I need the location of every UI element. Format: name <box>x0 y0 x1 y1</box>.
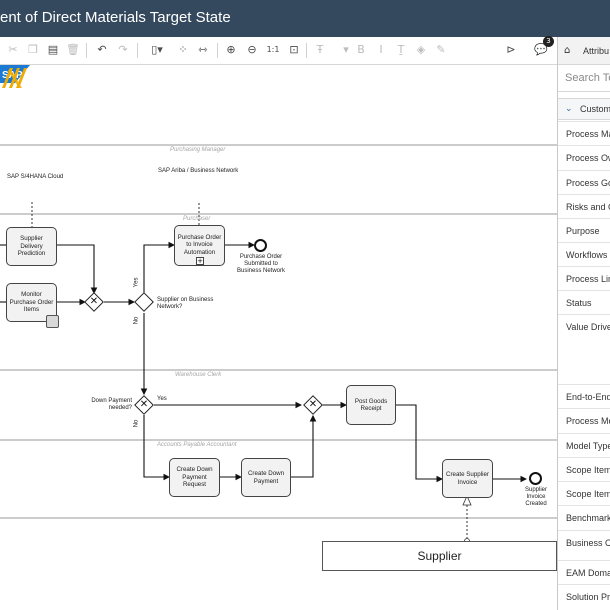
tab-attributes-label: Attribu <box>583 46 610 56</box>
ariba-system-label: SAP Ariba / Business Network <box>158 168 239 174</box>
attribute-row[interactable]: Process Link <box>558 266 610 290</box>
gateway-x-icon: ✕ <box>139 399 149 410</box>
task-create-supplier-invoice[interactable]: Create Supplier Invoice <box>442 459 493 498</box>
align-icon[interactable]: ▯▾ <box>151 43 163 56</box>
event-label-invoice-created: Supplier Invoice Created <box>524 487 547 507</box>
attribute-row[interactable]: EAM Domai <box>558 560 610 584</box>
task-purchase-order-to-invoice[interactable]: Purchase Order to Invoice Automation <box>174 225 225 266</box>
gateway-label-down-payment-needed: Down Payment needed? <box>91 398 132 411</box>
underline-icon[interactable]: Ṯ <box>397 43 405 56</box>
attribute-row[interactable]: Process Mo <box>558 408 610 433</box>
paste-icon[interactable]: ▤ <box>47 43 59 56</box>
text-format-icon[interactable]: Ŧ <box>316 43 324 56</box>
end-event-po-submitted[interactable] <box>254 239 267 252</box>
fill-icon[interactable]: ◈ <box>416 43 426 56</box>
attribute-row[interactable]: Solution Pro <box>558 584 610 610</box>
undo-icon[interactable]: ↶ <box>97 43 107 56</box>
task-supplier-delivery-prediction[interactable]: Supplier Delivery Prediction <box>6 227 57 266</box>
attribute-row[interactable]: Scope Item <box>558 481 610 505</box>
bold-icon[interactable]: B <box>357 43 365 56</box>
attribute-row[interactable]: Risks and C <box>558 194 610 218</box>
lane-label-purchaser: Purchaser <box>183 216 211 222</box>
lane-label-warehouse-clerk: Warehouse Clerk <box>175 372 222 378</box>
gateway-x-icon <box>134 292 154 312</box>
attribute-row[interactable]: Business Ca <box>558 530 610 560</box>
toolbar: ✂ ❐ ▤ 🗑 ↶ ↷ ▯▾ ⁘ ⇿ ⊕ ⊖ 1:1 ⊡ Ŧ ▾ B I Ṯ ◈… <box>0 36 557 65</box>
attribute-search-input[interactable]: Search Te <box>558 65 610 92</box>
task-create-down-payment[interactable]: Create Down Payment <box>241 458 291 497</box>
distribute-icon[interactable]: ⇿ <box>198 43 208 56</box>
gateway-x-icon: ✕ <box>308 399 318 410</box>
delete-icon[interactable]: 🗑 <box>66 43 80 56</box>
lane-label-purchasing-manager: Purchasing Manager <box>170 147 226 153</box>
event-label-po-submitted: Purchase Order Submitted to Business Net… <box>236 254 286 274</box>
gateway-x-icon: ✕ <box>89 296 99 307</box>
diagram-connectors <box>0 144 557 544</box>
end-event-invoice-created[interactable] <box>529 472 542 485</box>
attribute-row[interactable]: Process Ma <box>558 121 610 145</box>
gateway-label-supplier-on-network: Supplier on Business Network? <box>157 297 214 310</box>
title-bar: ent of Direct Materials Target State <box>0 0 610 37</box>
tag-icon: ⌂ <box>564 45 571 56</box>
attribute-row[interactable]: Purpose <box>558 218 610 242</box>
subprocess-marker-icon: + <box>196 257 204 265</box>
window-title: ent of Direct Materials Target State <box>0 9 231 26</box>
attribute-row[interactable]: Scope Item <box>558 457 610 481</box>
attribute-row[interactable]: Model Type <box>558 433 610 457</box>
sap-system-label: SAP S/4HANA Cloud <box>7 174 64 180</box>
font-size-icon[interactable]: ▾ <box>343 43 349 56</box>
brush-icon[interactable]: ✎ <box>436 43 446 56</box>
tab-attributes[interactable]: ⌂ Attribu <box>558 37 610 65</box>
pool-supplier[interactable]: Supplier <box>322 541 557 571</box>
flow-label-no-2: No <box>133 419 140 428</box>
italic-icon[interactable]: I <box>379 43 383 56</box>
attribute-row[interactable]: Benchmarks <box>558 505 610 530</box>
zoom-in-icon[interactable]: ⊕ <box>226 43 236 56</box>
attribute-row[interactable]: End-to-End <box>558 384 610 408</box>
comments-badge: 3 <box>543 36 554 47</box>
attribute-row[interactable]: Workflows <box>558 242 610 266</box>
diagram-canvas[interactable]: Purchasing Manager Purchaser Warehouse C… <box>0 65 557 610</box>
zoom-out-icon[interactable]: ⊖ <box>247 43 257 56</box>
ariba-logo <box>2 68 27 88</box>
attributes-panel: ⌂ Attribu Search Te ⌄ Custom Process Ma … <box>557 37 610 610</box>
group-label: Custom <box>580 104 610 114</box>
copy-icon[interactable]: ❐ <box>28 43 38 56</box>
attribute-row[interactable]: Process Ow <box>558 145 610 170</box>
zoom-fit-icon[interactable]: ⊡ <box>289 43 299 56</box>
flow-label-yes-2: Yes <box>157 396 167 402</box>
chevron-down-icon: ⌄ <box>565 104 573 114</box>
scissors-icon[interactable]: ✂ <box>8 43 18 56</box>
grid-icon[interactable]: ⁘ <box>178 43 188 56</box>
task-create-down-payment-request[interactable]: Create Down Payment Request <box>169 458 220 497</box>
attribute-row[interactable]: Process Goa <box>558 170 610 194</box>
zoom-actual-icon[interactable]: 1:1 <box>266 45 280 54</box>
redo-icon[interactable]: ↷ <box>118 43 128 56</box>
data-object-icon <box>46 315 59 328</box>
group-customized[interactable]: ⌄ Custom <box>558 98 610 120</box>
attribute-row[interactable]: Value Driver <box>558 314 610 384</box>
comments-icon[interactable]: 💬3 <box>532 36 554 59</box>
attribute-row[interactable]: Status <box>558 290 610 314</box>
flow-label-no-1: No <box>133 316 140 325</box>
expand-panel-icon[interactable]: ⊳ <box>506 43 516 56</box>
task-post-goods-receipt[interactable]: Post Goods Receipt <box>346 385 396 425</box>
lane-label-accounts-payable: Accounts Payable Accountant <box>157 442 237 448</box>
flow-label-yes-1: Yes <box>133 277 140 288</box>
